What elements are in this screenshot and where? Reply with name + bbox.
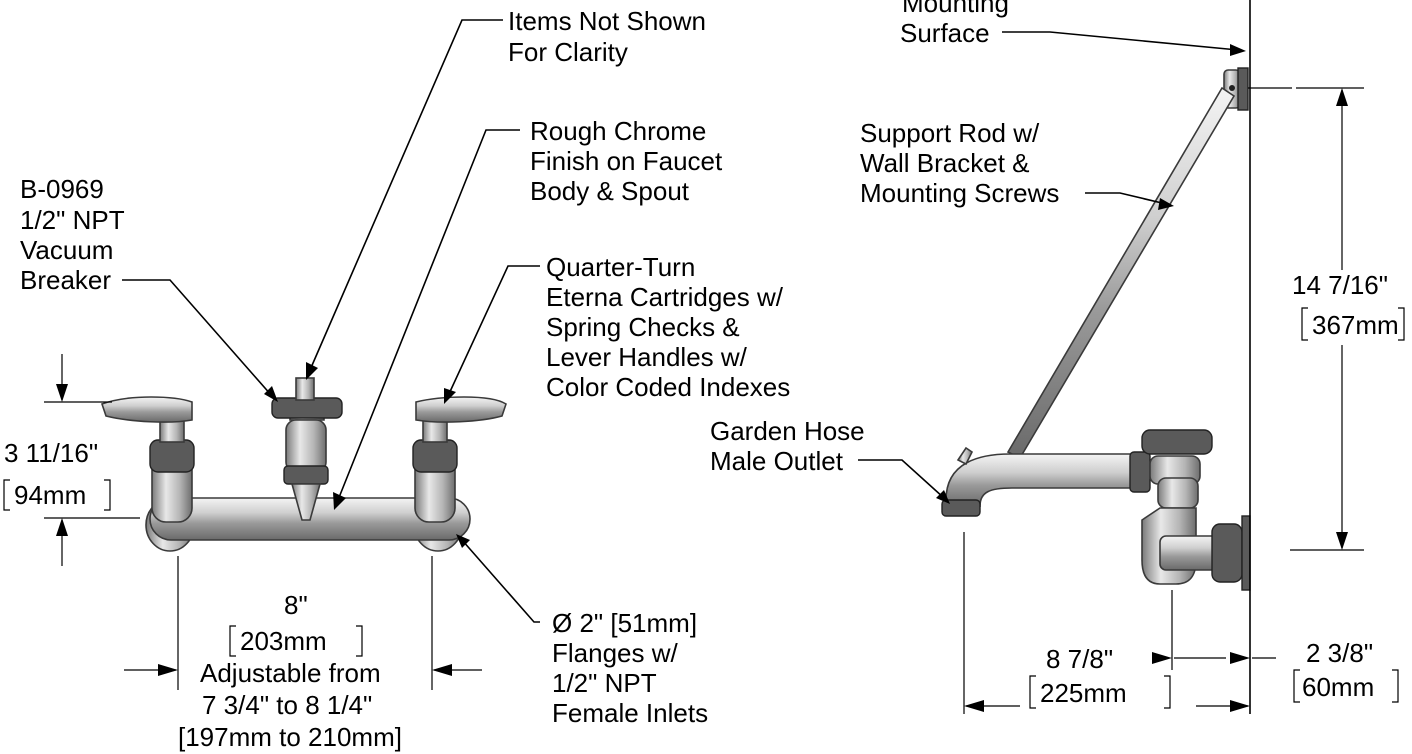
height-side-metric: 367mm [1312, 310, 1399, 340]
flanges-line-4: Female Inlets [552, 698, 708, 728]
dimension-lines [3, 0, 1405, 714]
mounting-surface-line-1: Mounting [902, 0, 1009, 18]
flanges-line-3: 1/2" NPT [552, 668, 657, 698]
support-rod-line-2: Wall Bracket & [860, 148, 1030, 178]
centers-note-line-1: Adjustable from [200, 658, 381, 688]
cartridges-line-4: Lever Handles w/ [546, 342, 748, 372]
cartridges-line-1: Quarter-Turn [546, 252, 695, 282]
offset-imperial: 2 3/8" [1306, 638, 1373, 668]
vacuum-breaker-line-2: 1/2" NPT [20, 205, 125, 235]
reach-metric: 225mm [1040, 678, 1127, 708]
offset-metric: 60mm [1302, 672, 1374, 702]
rough-chrome-line-1: Rough Chrome [530, 116, 706, 146]
height-side-imperial: 14 7/16" [1292, 270, 1388, 300]
mounting-surface-line-2: Surface [900, 18, 990, 48]
rough-chrome-line-3: Body & Spout [530, 176, 690, 206]
hose-outlet-line-2: Male Outlet [710, 446, 844, 476]
hose-outlet-line-1: Garden Hose [710, 416, 865, 446]
centers-note-line-2: 7 3/4" to 8 1/4" [202, 690, 372, 720]
flanges-line-2: Flanges w/ [552, 638, 678, 668]
cartridges-line-5: Color Coded Indexes [546, 372, 790, 402]
centers-metric: 203mm [240, 626, 327, 656]
side-view-faucet [941, 67, 1292, 591]
support-rod-line-1: Support Rod w/ [860, 118, 1040, 148]
items-not-shown-line-1: Items Not Shown [508, 6, 706, 36]
leader-lines [122, 19, 1246, 623]
cartridges-line-2: Eterna Cartridges w/ [546, 282, 784, 312]
reach-imperial: 8 7/8" [1046, 644, 1113, 674]
callout-labels: Items Not Shown For Clarity Rough Chrome… [20, 0, 1059, 728]
front-view-faucet [100, 377, 507, 552]
height-front-imperial: 3 11/16" [4, 438, 98, 468]
dimension-labels: 3 11/16" 94mm 8" 203mm Adjustable from 7… [4, 270, 1399, 752]
centers-note-line-3: [197mm to 210mm] [178, 722, 402, 752]
items-not-shown-line-2: For Clarity [508, 37, 628, 67]
vacuum-breaker-line-1: B-0969 [20, 174, 104, 204]
vacuum-breaker-line-3: Vacuum [20, 235, 113, 265]
support-rod-line-3: Mounting Screws [860, 178, 1059, 208]
vacuum-breaker-line-4: Breaker [20, 265, 111, 295]
height-front-metric: 94mm [14, 480, 86, 510]
flanges-line-1: Ø 2" [51mm] [552, 608, 697, 638]
cartridges-line-3: Spring Checks & [546, 312, 740, 342]
centers-imperial: 8" [284, 590, 308, 620]
rough-chrome-line-2: Finish on Faucet [530, 146, 723, 176]
